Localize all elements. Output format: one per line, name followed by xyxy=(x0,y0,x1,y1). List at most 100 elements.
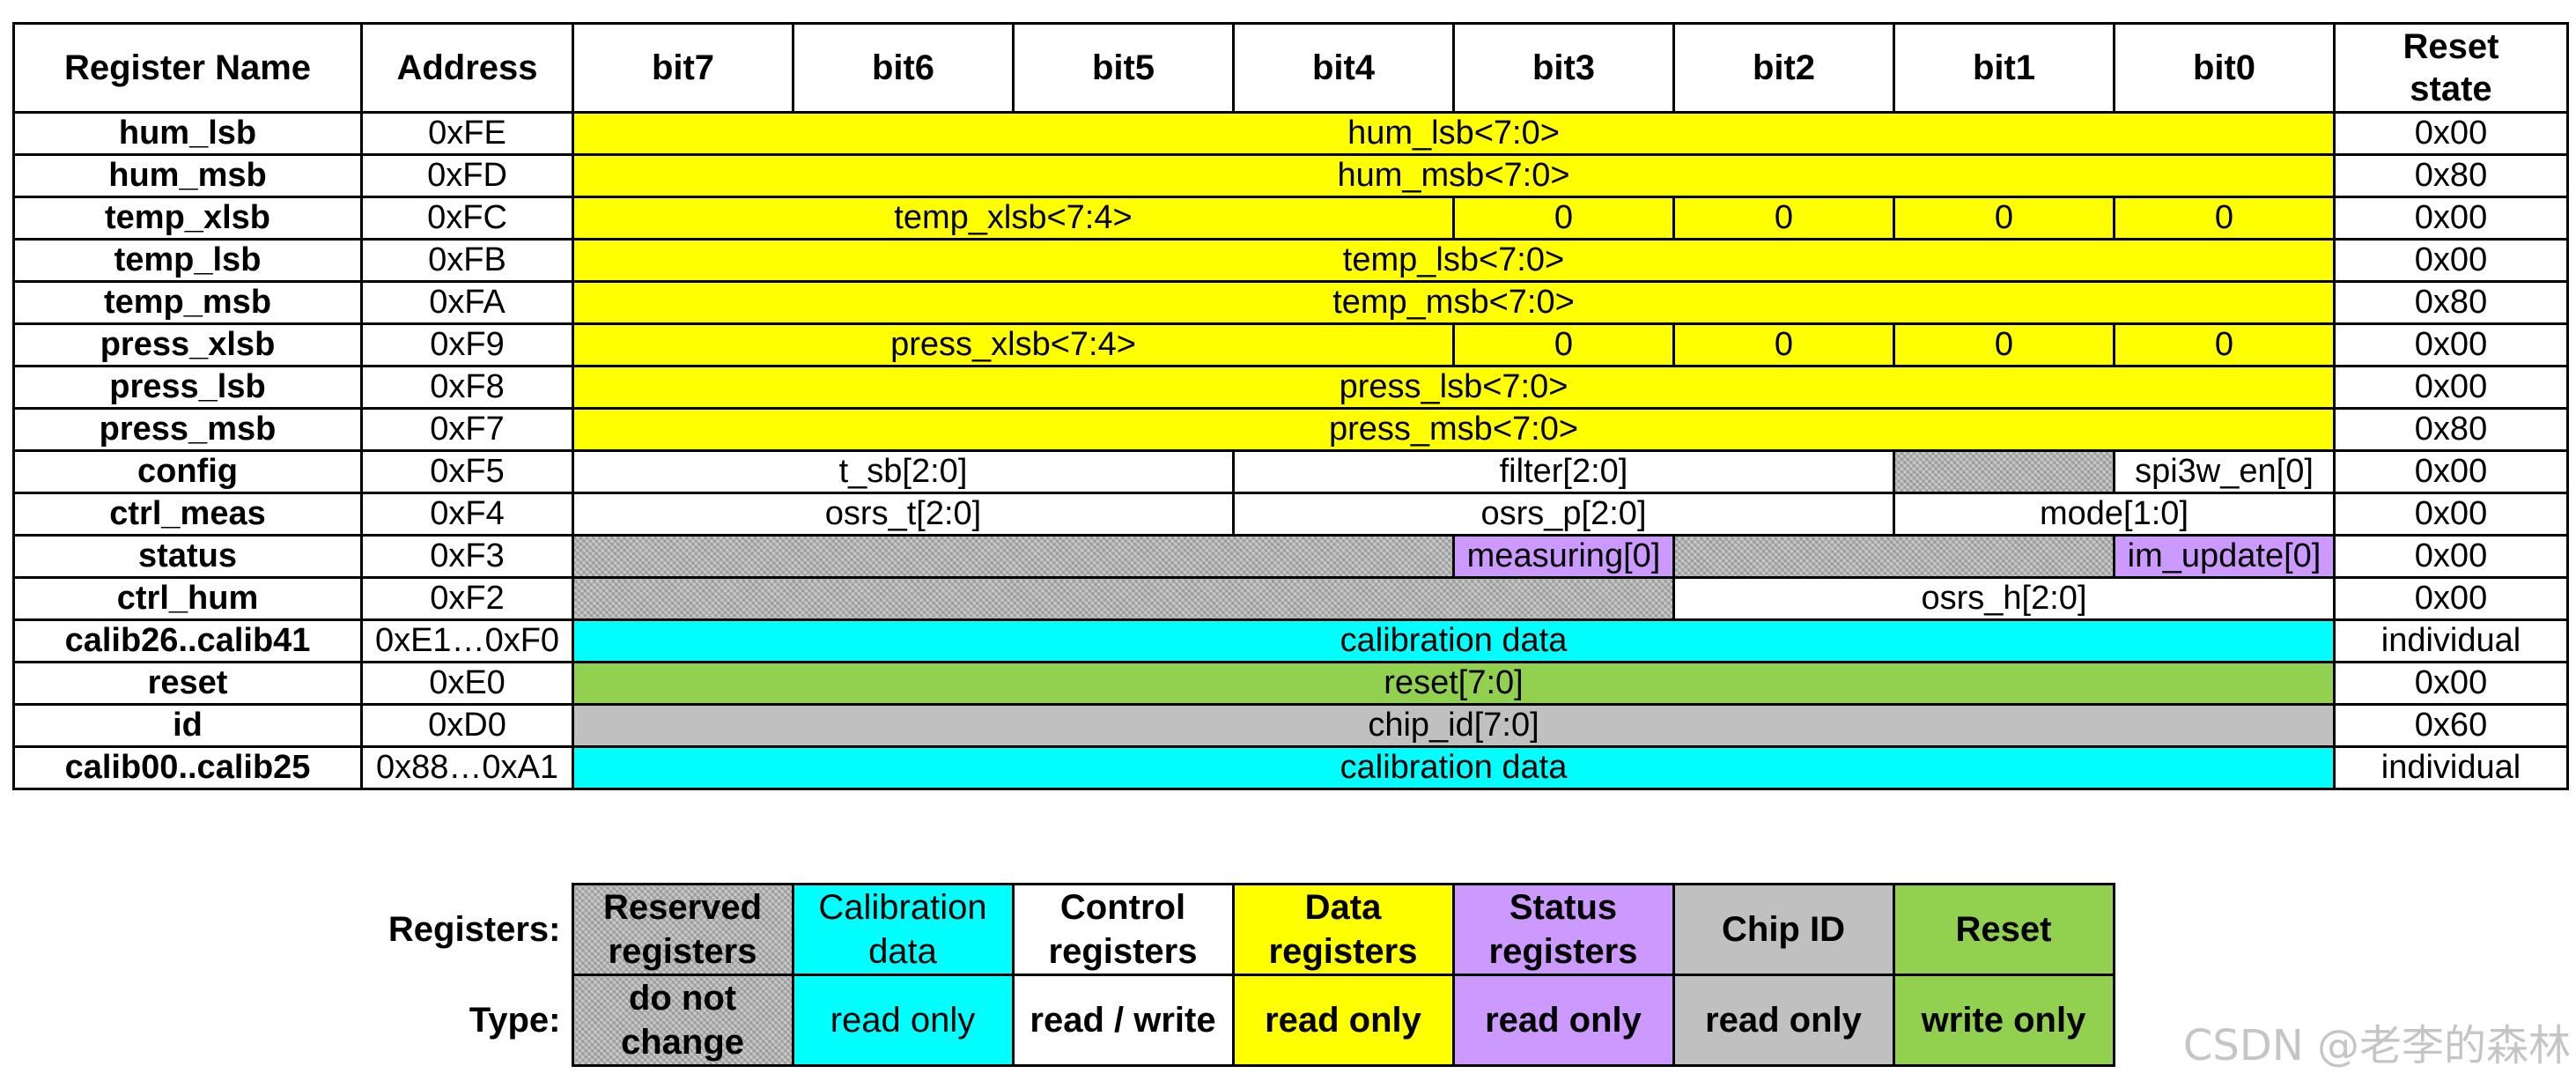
register-reset: 0x00 xyxy=(2333,196,2569,241)
register-field: temp_xlsb<7:4> xyxy=(572,196,1455,241)
register-row-status: status 0xF3 measuring[0] im_update[0] 0x… xyxy=(12,534,2569,579)
reserved-bits xyxy=(1672,534,2115,579)
register-field: hum_msb<7:0> xyxy=(572,153,2336,198)
register-address: 0xFD xyxy=(360,153,574,198)
header-bit2: bit2 xyxy=(1672,22,1895,114)
register-name: ctrl_hum xyxy=(12,576,363,621)
register-row-hum-msb: hum_msb 0xFD hum_msb<7:0> 0x80 xyxy=(12,153,2569,198)
register-name: id xyxy=(12,703,363,748)
register-address: 0xFE xyxy=(360,111,574,156)
register-field: osrs_t[2:0] xyxy=(572,492,1235,537)
header-bit4: bit4 xyxy=(1232,22,1455,114)
header-register-name: Register Name xyxy=(12,22,363,114)
register-zero-bit: 0 xyxy=(2113,322,2336,367)
header-bit7: bit7 xyxy=(572,22,794,114)
register-reset: 0x00 xyxy=(2333,365,2569,410)
register-zero-bit: 0 xyxy=(2113,196,2336,241)
register-address: 0xE0 xyxy=(360,661,574,706)
register-field: osrs_p[2:0] xyxy=(1232,492,1895,537)
register-row-press-lsb: press_lsb 0xF8 press_lsb<7:0> 0x00 xyxy=(12,365,2569,410)
header-bit5: bit5 xyxy=(1012,22,1235,114)
register-address: 0xF4 xyxy=(360,492,574,537)
legend-type-calibration: read only xyxy=(791,974,1015,1067)
register-field: measuring[0] xyxy=(1452,534,1675,579)
header-address: Address xyxy=(360,22,574,114)
header-bit1: bit1 xyxy=(1893,22,2115,114)
register-reset: individual xyxy=(2333,618,2569,663)
register-address: 0xFA xyxy=(360,280,574,325)
register-row-config: config 0xF5 t_sb[2:0] filter[2:0] spi3w_… xyxy=(12,449,2569,494)
register-address: 0xF8 xyxy=(360,365,574,410)
register-name: temp_lsb xyxy=(12,238,363,283)
register-zero-bit: 0 xyxy=(1672,196,1895,241)
register-field: press_msb<7:0> xyxy=(572,407,2336,452)
register-row-temp-msb: temp_msb 0xFA temp_msb<7:0> 0x80 xyxy=(12,280,2569,325)
register-field: spi3w_en[0] xyxy=(2113,449,2336,494)
register-row-press-msb: press_msb 0xF7 press_msb<7:0> 0x80 xyxy=(12,407,2569,452)
register-row-calib00-25: calib00..calib25 0x88…0xA1 calibration d… xyxy=(12,745,2569,790)
register-name: press_lsb xyxy=(12,365,363,410)
register-name: config xyxy=(12,449,363,494)
register-reset: individual xyxy=(2333,745,2569,790)
legend-reset: Reset xyxy=(1892,883,2115,976)
register-row-calib26-41: calib26..calib41 0xE1…0xF0 calibration d… xyxy=(12,618,2569,663)
register-name: calib00..calib25 xyxy=(12,745,363,790)
register-map-table: Register Name Address bit7 bit6 bit5 bit… xyxy=(12,22,2569,790)
register-field: temp_msb<7:0> xyxy=(572,280,2336,325)
reserved-bits xyxy=(1893,449,2115,494)
register-reset: 0x00 xyxy=(2333,322,2569,367)
register-address: 0xF5 xyxy=(360,449,574,494)
register-row-temp-xlsb: temp_xlsb 0xFC temp_xlsb<7:4> 0 0 0 0 0x… xyxy=(12,196,2569,241)
register-field: press_lsb<7:0> xyxy=(572,365,2336,410)
register-zero-bit: 0 xyxy=(1452,322,1675,367)
register-reset: 0x80 xyxy=(2333,407,2569,452)
register-field: reset[7:0] xyxy=(572,661,2336,706)
register-reset: 0x00 xyxy=(2333,238,2569,283)
register-row-id: id 0xD0 chip_id[7:0] 0x60 xyxy=(12,703,2569,748)
header-bit6: bit6 xyxy=(792,22,1015,114)
register-address: 0x88…0xA1 xyxy=(360,745,574,790)
register-address: 0xFC xyxy=(360,196,574,241)
register-field: calibration data xyxy=(572,618,2336,663)
reserved-bits xyxy=(572,576,1675,621)
register-name: press_xlsb xyxy=(12,322,363,367)
legend-chip-id: Chip ID xyxy=(1672,883,1895,976)
register-field: temp_lsb<7:0> xyxy=(572,238,2336,283)
legend-type-reset: write only xyxy=(1892,974,2115,1067)
legend-type-chip-id: read only xyxy=(1672,974,1895,1067)
register-reset: 0x00 xyxy=(2333,576,2569,621)
register-row-ctrl-hum: ctrl_hum 0xF2 osrs_h[2:0] 0x00 xyxy=(12,576,2569,621)
register-field: im_update[0] xyxy=(2113,534,2336,579)
legend-type-status: read only xyxy=(1451,974,1675,1067)
register-zero-bit: 0 xyxy=(1672,322,1895,367)
register-name: status xyxy=(12,534,363,579)
register-name: hum_msb xyxy=(12,153,363,198)
legend-type-control: read / write xyxy=(1011,974,1235,1067)
legend-type-label: Type: xyxy=(469,1001,561,1040)
register-row-hum-lsb: hum_lsb 0xFE hum_lsb<7:0> 0x00 xyxy=(12,111,2569,156)
register-address: 0xF2 xyxy=(360,576,574,621)
register-field: chip_id[7:0] xyxy=(572,703,2336,748)
register-row-temp-lsb: temp_lsb 0xFB temp_lsb<7:0> 0x00 xyxy=(12,238,2569,283)
register-reset: 0x00 xyxy=(2333,111,2569,156)
register-field: calibration data xyxy=(572,745,2336,790)
register-field: osrs_h[2:0] xyxy=(1672,576,2336,621)
register-field: hum_lsb<7:0> xyxy=(572,111,2336,156)
register-name: ctrl_meas xyxy=(12,492,363,537)
header-bit0: bit0 xyxy=(2113,22,2336,114)
register-reset: 0x00 xyxy=(2333,661,2569,706)
register-field: t_sb[2:0] xyxy=(572,449,1235,494)
register-address: 0xD0 xyxy=(360,703,574,748)
register-row-reset: reset 0xE0 reset[7:0] 0x00 xyxy=(12,661,2569,706)
register-name: press_msb xyxy=(12,407,363,452)
register-zero-bit: 0 xyxy=(1893,196,2115,241)
legend-type-data: read only xyxy=(1231,974,1455,1067)
register-name: calib26..calib41 xyxy=(12,618,363,663)
